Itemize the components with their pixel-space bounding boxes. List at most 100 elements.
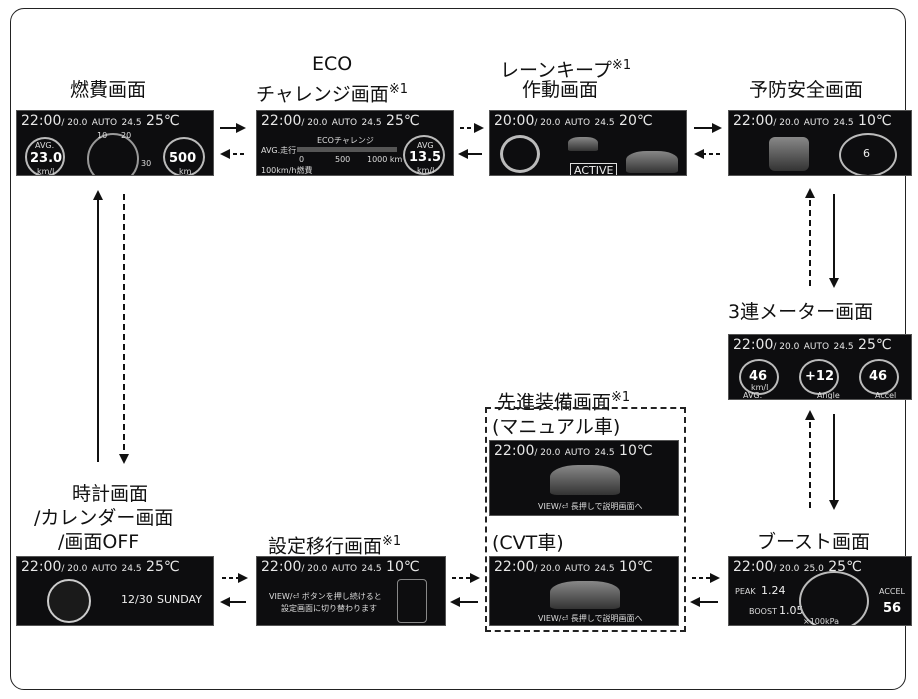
right-value: 46 [869,369,888,384]
mid-label: Angle [817,391,840,400]
screen-clock: 22:00/ 20.0 AUTO 24.5 25℃ 12/30 SUNDAY [16,556,214,626]
arrow-pair-clock-settings [220,573,248,607]
left-unit: km/l [751,383,769,392]
arrow-pair-fuel-eco [220,123,246,159]
label-fuel-screen: 燃費画面 [70,79,147,101]
eco-row2: 100km/h燃費 [261,166,313,175]
mid-value: +12 [805,369,834,384]
temp-in: 24.5 [833,342,854,352]
temp-out: 20℃ [619,113,653,129]
eco-title: ECOチャレンジ [317,136,374,145]
label-eco-text: チャレンジ画面 [256,83,389,106]
auto: AUTO [331,118,358,128]
trip: / 20.0 [773,564,800,574]
tick-1000: 1000 km [367,155,403,164]
eco-gauge [403,135,445,175]
label-clock-line3: /画面OFF [58,531,140,553]
angle-gauge [839,133,897,175]
label-settings-text: 設定移行画面 [268,535,383,558]
eco-row1: AVG.走行 [261,146,297,155]
settings-line2: 設定画面に切り替わります [281,604,377,613]
right-unit: km [179,167,192,176]
status-bar: 22:00/ 20.0 AUTO 24.5 10℃ [490,557,678,577]
trip: / 20.0 [534,118,561,128]
accel-label: ACCEL [879,587,906,596]
status-bar: 20:00/ 20.0 AUTO 24.5 20℃ [490,111,686,131]
time: 22:00 [21,113,62,129]
note-mark: ※1 [382,534,402,549]
label-lane-line1: レーンキープ※1 [500,54,631,82]
temp-in: 25.0 [803,564,824,574]
temp-out: 25℃ [858,337,892,353]
boost-unit: ×100kPa [803,617,839,626]
clock-day: SUNDAY [157,593,202,606]
note-mark: ※1 [611,58,632,73]
arrow-pair-safety-triple [805,188,839,288]
label-eco-line2: チャレンジ画面※1 [256,78,408,106]
right-gauge [859,359,899,395]
trip: / 20.0 [301,564,328,574]
trip: / 20.0 [534,448,561,458]
auto: AUTO [91,564,118,574]
auto: AUTO [331,564,358,574]
label-manual: (マニュアル車) [492,416,621,438]
temp-out: 25℃ [146,113,180,129]
screen-boost: 22:00/ 20.0 25.0 25℃ PEAK 1.24 BOOST 1.0… [728,556,912,626]
label-lane-text: レーンキープ [500,59,612,82]
label-safety-screen: 予防安全画面 [749,79,864,101]
screen-triple-meter: 22:00/ 20.0 AUTO 24.5 25℃ 46 km/l AVG. +… [728,334,912,400]
eco-avg: AVG [417,141,434,150]
screen-fuel: 22:00/ 20.0 AUTO 24.5 25℃ AVG. 23.0 km/l… [16,110,214,176]
boost-gauge [799,571,869,625]
status-bar: 22:00/ 20.0 AUTO 24.5 10℃ [490,441,678,461]
time: 22:00 [261,113,302,129]
boost-value: 1.05 [779,604,804,617]
temp-in: 24.5 [594,448,615,458]
advanced-caption: VIEW/⏎ 長押しで説明画面へ [538,614,643,623]
note-mark: ※1 [611,390,631,405]
steering-switch-icon [397,579,427,623]
status-bar: 22:00/ 20.0 AUTO 24.5 10℃ [729,111,911,131]
note-mark: ※1 [388,82,408,97]
temp-in: 24.5 [121,118,142,128]
peak-value: 1.24 [761,584,786,597]
car-icon [568,137,598,151]
trip: / 20.0 [773,342,800,352]
status-bar: 22:00/ 20.0 AUTO 24.5 10℃ [257,557,445,577]
time: 20:00 [494,113,535,129]
tick-500: 500 [335,155,351,164]
trip: / 20.0 [773,118,800,128]
temp-in: 24.5 [361,118,382,128]
status-bar: 22:00/ 20.0 AUTO 24.5 25℃ [257,111,453,131]
scale-30: 30 [141,159,152,168]
screen-advanced-manual: 22:00/ 20.0 AUTO 24.5 10℃ VIEW/⏎ 長押しで説明画… [489,440,679,516]
left-value: 23.0 [30,151,63,166]
time: 22:00 [21,559,62,575]
temp-out: 10℃ [386,559,420,575]
status-bar: 22:00/ 20.0 AUTO 24.5 25℃ [729,335,911,355]
label-eco-line1: ECO [312,53,353,75]
temp-in: 24.5 [594,118,615,128]
screen-safety: 22:00/ 20.0 AUTO 24.5 10℃ 6 [728,110,912,176]
status-bar: 22:00/ 20.0 AUTO 24.5 25℃ [17,111,213,131]
tick-0: 0 [299,155,305,164]
label-settings-screen: 設定移行画面※1 [268,530,401,558]
trip: / 20.0 [301,118,328,128]
eco-unit: km/l [417,166,435,175]
label-boost-screen: ブースト画面 [757,531,871,553]
auto: AUTO [803,118,830,128]
arrow-pair-settings-advanced [450,573,480,607]
mid-gauge [799,359,839,395]
peak-label: PEAK [735,587,756,596]
label-clock-line2: /カレンダー画面 [34,507,174,529]
eco-avg-value: 13.5 [409,150,442,165]
auto: AUTO [803,342,830,352]
left-gauge [739,359,779,395]
time: 22:00 [733,559,774,575]
boost-label: BOOST [749,607,777,616]
car-icon [550,581,620,609]
label-triple-meter: 3連メーター画面 [728,301,874,323]
car-icon [550,465,620,495]
time: 22:00 [261,559,302,575]
